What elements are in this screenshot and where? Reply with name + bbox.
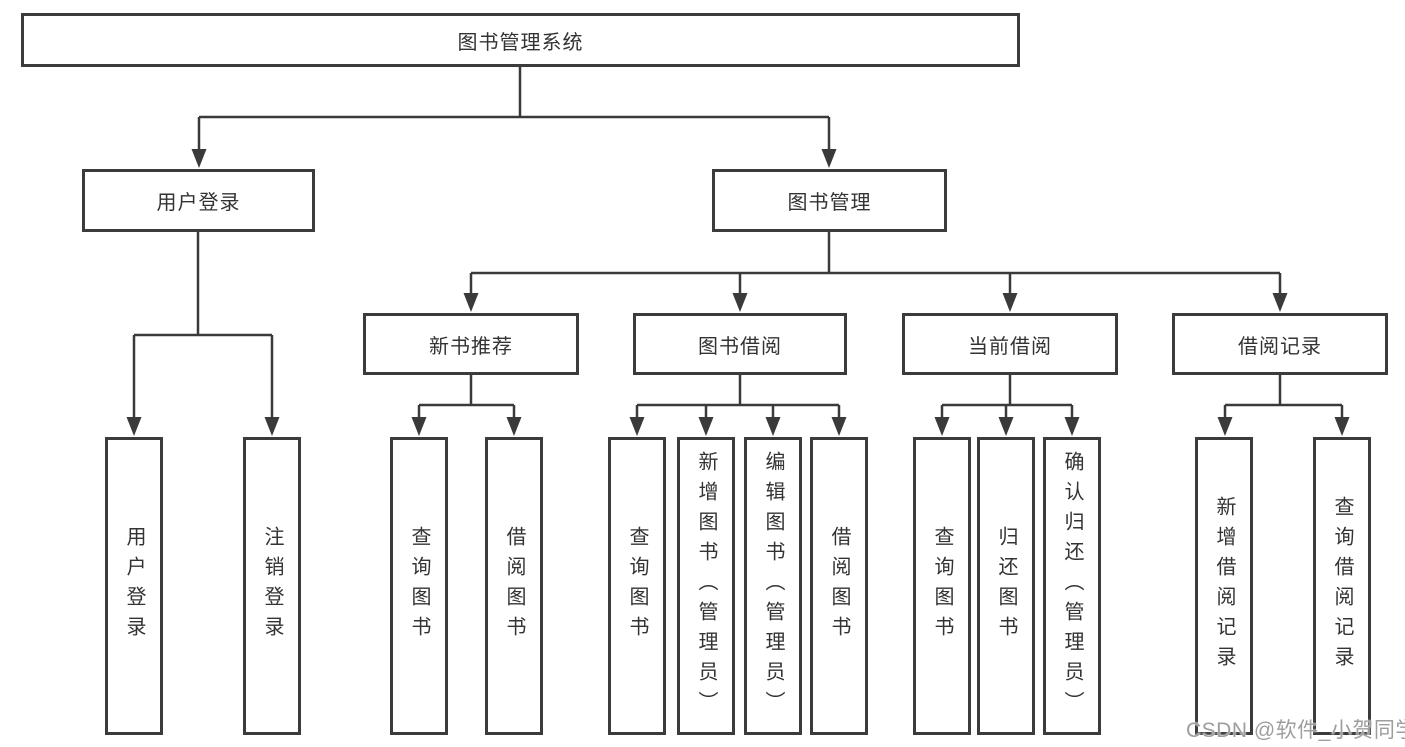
node-new-book-recommendation: 新书推荐	[363, 313, 579, 375]
leaf-borrow-books-recommend: 借阅图书	[485, 437, 543, 735]
node-current-borrowing: 当前借阅	[902, 313, 1118, 375]
node-book-management: 图书管理	[712, 169, 947, 232]
arrowhead-icons	[126, 149, 1350, 436]
csdn-watermark: CSDN @软件_小贺同学	[1186, 719, 1405, 742]
leaf-edit-books-admin: 编辑图书（管理员）	[744, 437, 802, 735]
node-book-borrowing: 图书借阅	[633, 313, 847, 375]
leaf-return-books: 归还图书	[977, 437, 1035, 735]
leaf-query-books-current: 查询图书	[913, 437, 971, 735]
leaf-query-books-borrow: 查询图书	[608, 437, 666, 735]
node-library-management-system: 图书管理系统	[21, 13, 1020, 67]
leaf-query-books-recommend: 查询图书	[390, 437, 448, 735]
leaf-add-borrow-record: 新增借阅记录	[1195, 437, 1253, 735]
node-borrowing-records: 借阅记录	[1172, 313, 1388, 375]
leaf-logout: 注销登录	[243, 437, 301, 735]
leaf-borrow-books: 借阅图书	[810, 437, 868, 735]
leaf-user-login: 用户登录	[105, 437, 163, 735]
node-user-login: 用户登录	[82, 169, 315, 232]
leaf-add-books-admin: 新增图书（管理员）	[677, 437, 735, 735]
leaf-query-borrow-record: 查询借阅记录	[1313, 437, 1371, 735]
leaf-confirm-return-admin: 确认归还（管理员）	[1043, 437, 1101, 735]
